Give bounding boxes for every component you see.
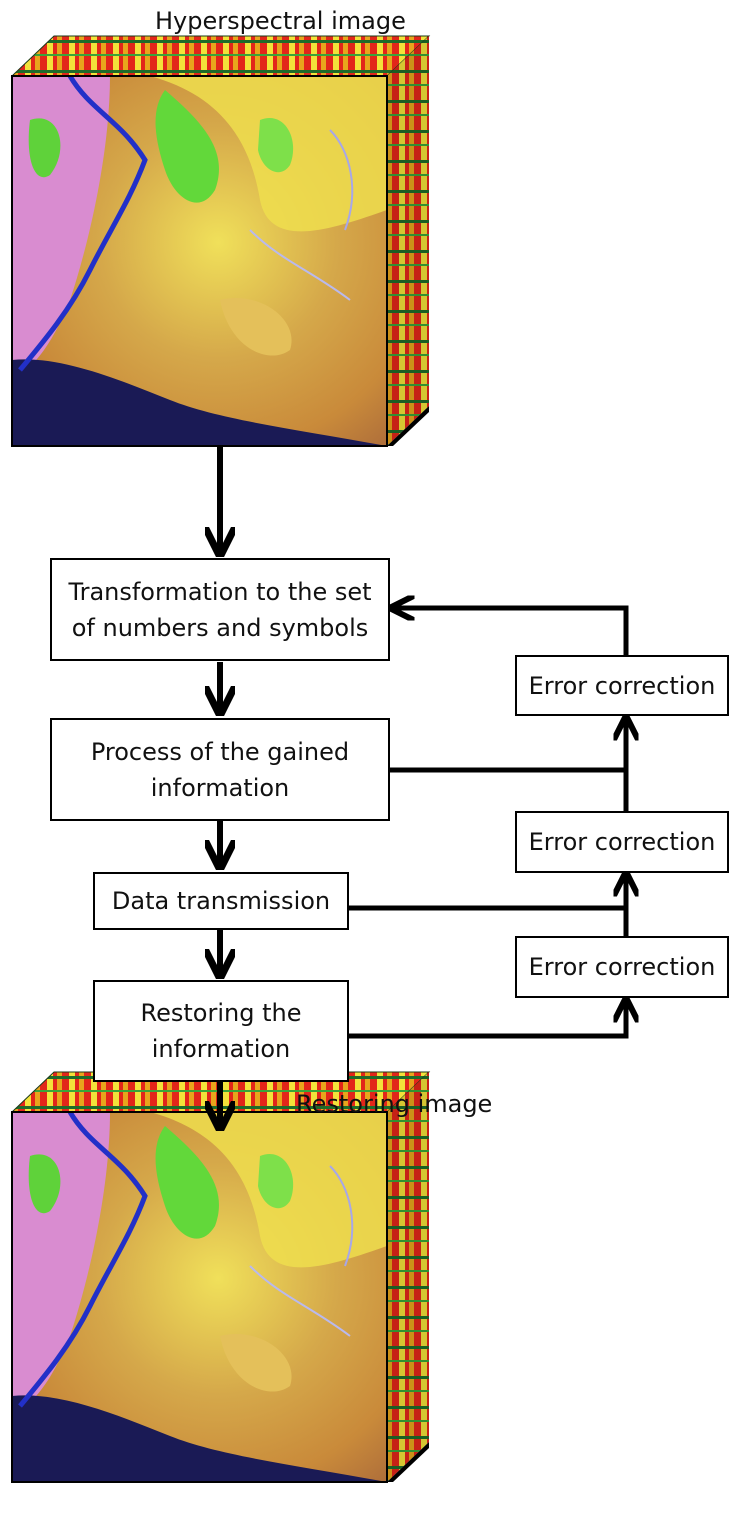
step-transformation-box: Transformation to the set of numbers and… bbox=[50, 558, 390, 661]
error-correction-box-3: Error correction bbox=[515, 936, 729, 998]
step-transformation-line2: of numbers and symbols bbox=[71, 613, 369, 642]
step-restoring-line2: information bbox=[151, 1035, 291, 1063]
step-transmission-box: Data transmission bbox=[93, 872, 349, 930]
error-correction-label-1: Error correction bbox=[528, 671, 716, 700]
error-correction-box-1: Error correction bbox=[515, 655, 729, 716]
hyperspectral-cube-image bbox=[12, 36, 429, 446]
arrow-correction-1-to-transform bbox=[392, 608, 629, 656]
error-correction-label-3: Error correction bbox=[528, 953, 716, 981]
error-correction-label-2: Error correction bbox=[528, 828, 716, 856]
step-transmission-label: Data transmission bbox=[111, 887, 331, 915]
error-correction-box-2: Error correction bbox=[515, 811, 729, 873]
step-transformation-line1: Transformation to the set bbox=[68, 577, 372, 606]
output-image-title: Restoring image bbox=[296, 1090, 493, 1118]
step-process-line2: information bbox=[150, 773, 290, 802]
restored-cube-image bbox=[12, 1072, 429, 1482]
arrow-process-to-correction-1 bbox=[388, 718, 626, 773]
input-image-title: Hyperspectral image bbox=[155, 7, 406, 35]
arrow-restoring-to-correction-3 bbox=[347, 1000, 626, 1039]
step-process-box: Process of the gained information bbox=[50, 718, 390, 821]
arrow-transmission-to-correction-2 bbox=[347, 874, 626, 911]
step-process-line1: Process of the gained bbox=[90, 737, 350, 766]
step-restoring-line1: Restoring the bbox=[140, 999, 302, 1027]
step-restoring-box: Restoring the information bbox=[93, 980, 349, 1082]
